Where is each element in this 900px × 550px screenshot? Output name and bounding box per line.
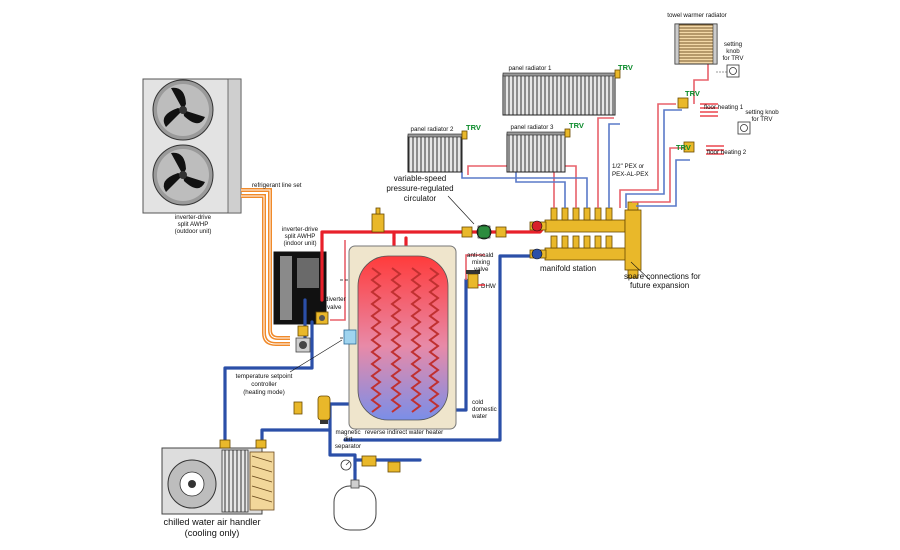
dhw-label: DHW [481,283,496,290]
trv-label-5: TRV [676,143,691,152]
spare-label-2: future expansion [630,281,689,290]
setpoint-label-2: controller [251,381,276,388]
outdoor-unit-label-1: inverter-drive [175,214,212,221]
setting-knob-1-label-1: setting [724,41,743,48]
purge-valve [293,401,303,415]
pex-label-2: PEX-AL-PEX [612,171,648,178]
setting-knob-1-label-2: knob [726,48,740,55]
pex-label-1: 1/2" PEX or [612,163,644,170]
cold-water-label-3: water [471,413,487,420]
refrigerant-line-set [241,188,290,346]
floor-heating-2-label: floor heating 2 [707,149,747,156]
magnetic-dirt-separator [317,395,331,424]
chilled-water-air-handler [161,439,275,515]
circulator-label-2: pressure-regulated [386,184,453,193]
water-heater-label: reverse indirect water heater [365,429,443,436]
blower-icon [167,459,217,509]
floor-heating-1-label: floor heating 1 [704,104,744,111]
fan-icon [152,144,214,206]
circulator-pump [461,224,507,240]
separator-label-1: magnetic [335,429,360,436]
trv-label-1: TRV [618,63,633,72]
refrigerant-line-label: refrigerant line set [252,182,302,189]
panel-radiator-3 [506,128,571,173]
anti-scald-label-3: valve [474,266,489,273]
separator-label-2: dirt [344,436,353,443]
manifold-station [529,201,642,279]
towel-warmer-label: towel warmer radiator [667,12,727,19]
panel-radiator-2-label: panel radiator 2 [411,126,455,133]
diverter-label-1: diverter [325,296,346,303]
panel-radiator-3-label: panel radiator 3 [511,124,555,131]
outdoor-unit-label-3: (outdoor unit) [175,228,212,235]
trv-label-3: TRV [569,121,584,130]
air-handler-label-1: chilled water air handler [163,517,260,527]
fill-valve [361,455,401,473]
panel-radiator-2 [407,130,468,173]
floor-heating-2 [683,141,724,155]
floor-heating-1 [677,97,718,117]
manifold-label: manifold station [540,264,596,273]
separator-label-3: separator [335,443,361,450]
diverter-valve [315,311,329,325]
circulator-label-3: circulator [404,194,437,203]
air-handler-label-2: (cooling only) [185,528,240,538]
trv-label-2: TRV [466,123,481,132]
indoor-unit-label-2: split AWHP [285,233,316,240]
spare-label-1: spare connections for [624,272,701,281]
diverter-label-2: valve [327,304,342,311]
return-piping [223,254,542,492]
pressure-gauge-icon [340,459,352,471]
setting-knob-2-label-1: setting knob [745,109,779,116]
anti-scald-mixing-valve [466,270,480,289]
setting-knob-2-label-2: for TRV [751,116,773,123]
setpoint-label-3: (heating mode) [243,389,285,396]
trv-label-4: TRV [685,89,700,98]
circulator-label-1: variable-speed [394,174,446,183]
cold-water-label-1: cold [472,399,484,406]
thermostat-knob-icon [726,64,740,78]
panel-radiator-1-label: panel radiator 1 [509,65,553,72]
anti-scald-label-1: anti-scald [467,252,494,259]
manifold-ports [550,207,613,249]
thermostat-knob-icon [737,121,751,135]
cooling-coil [221,449,249,513]
indoor-unit-label-3: (indoor unit) [283,240,316,247]
spare-leader [630,261,651,281]
heat-exchanger-coils [370,267,440,413]
expansion-tank [333,479,377,531]
outdoor-unit [142,78,242,214]
cold-water-label-2: domestic [472,406,497,413]
panel-radiator-1 [502,69,621,116]
towel-warmer-radiator [674,23,718,65]
outdoor-unit-label-2: split AWHP [178,221,209,228]
circulator-leader [447,195,475,225]
anti-scald-label-2: mixing [472,259,490,266]
indoor-unit-label-1: inverter-drive [282,226,319,233]
air-vent [371,207,385,233]
setpoint-controller [343,329,357,345]
setting-knob-1-label-3: for TRV [722,55,744,62]
water-heater-tank [348,245,457,430]
diverter-hot-pipe [330,240,346,321]
setpoint-label-1: temperature setpoint [236,373,293,380]
setpoint-leader [289,339,343,373]
fan-icon [152,79,214,141]
return-pump [295,325,311,353]
